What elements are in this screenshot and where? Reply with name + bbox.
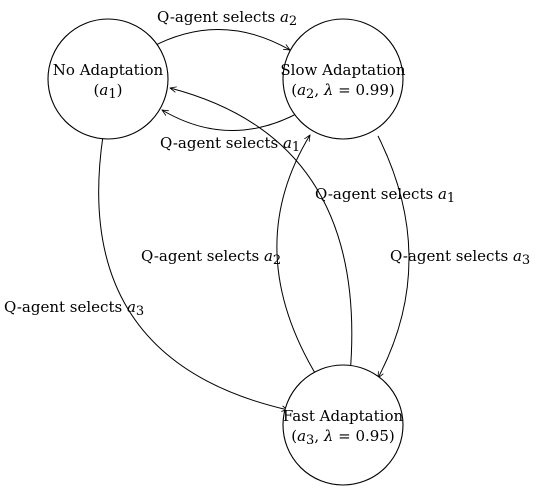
edge-fast-to-no <box>170 88 353 376</box>
node-slow-adaptation-subtitle: (a2, λ = 0.99) <box>291 81 395 102</box>
edge-label-fast-to-no: Q-agent selects a1 <box>315 185 455 206</box>
edge-label-slow-to-no: Q-agent selects a1 <box>160 134 300 155</box>
edge-no-to-fast <box>98 135 288 410</box>
node-slow-adaptation-title: Slow Adaptation <box>280 61 406 79</box>
edge-slow-to-fast <box>378 135 410 378</box>
edge-label-slow-to-fast: Q-agent selects a3 <box>390 247 530 268</box>
edge-label-fast-to-slow: Q-agent selects a2 <box>141 247 281 268</box>
node-fast-adaptation-subtitle: (a3, λ = 0.95) <box>291 427 395 448</box>
edge-label-no-to-slow: Q-agent selects a2 <box>157 8 297 29</box>
node-no-adaptation: No Adaptation (a1) <box>47 18 169 140</box>
node-fast-adaptation-title: Fast Adaptation <box>283 407 404 425</box>
edge-no-to-slow <box>149 29 290 50</box>
node-slow-adaptation: Slow Adaptation (a2, λ = 0.99) <box>280 18 406 140</box>
node-no-adaptation-title: No Adaptation <box>53 61 164 79</box>
node-fast-adaptation: Fast Adaptation (a3, λ = 0.95) <box>282 364 404 486</box>
edge-fast-to-slow <box>276 135 319 379</box>
edge-slow-to-no <box>162 110 301 131</box>
node-no-adaptation-subtitle: (a1) <box>94 81 123 102</box>
edge-label-no-to-fast: Q-agent selects a3 <box>4 298 144 319</box>
